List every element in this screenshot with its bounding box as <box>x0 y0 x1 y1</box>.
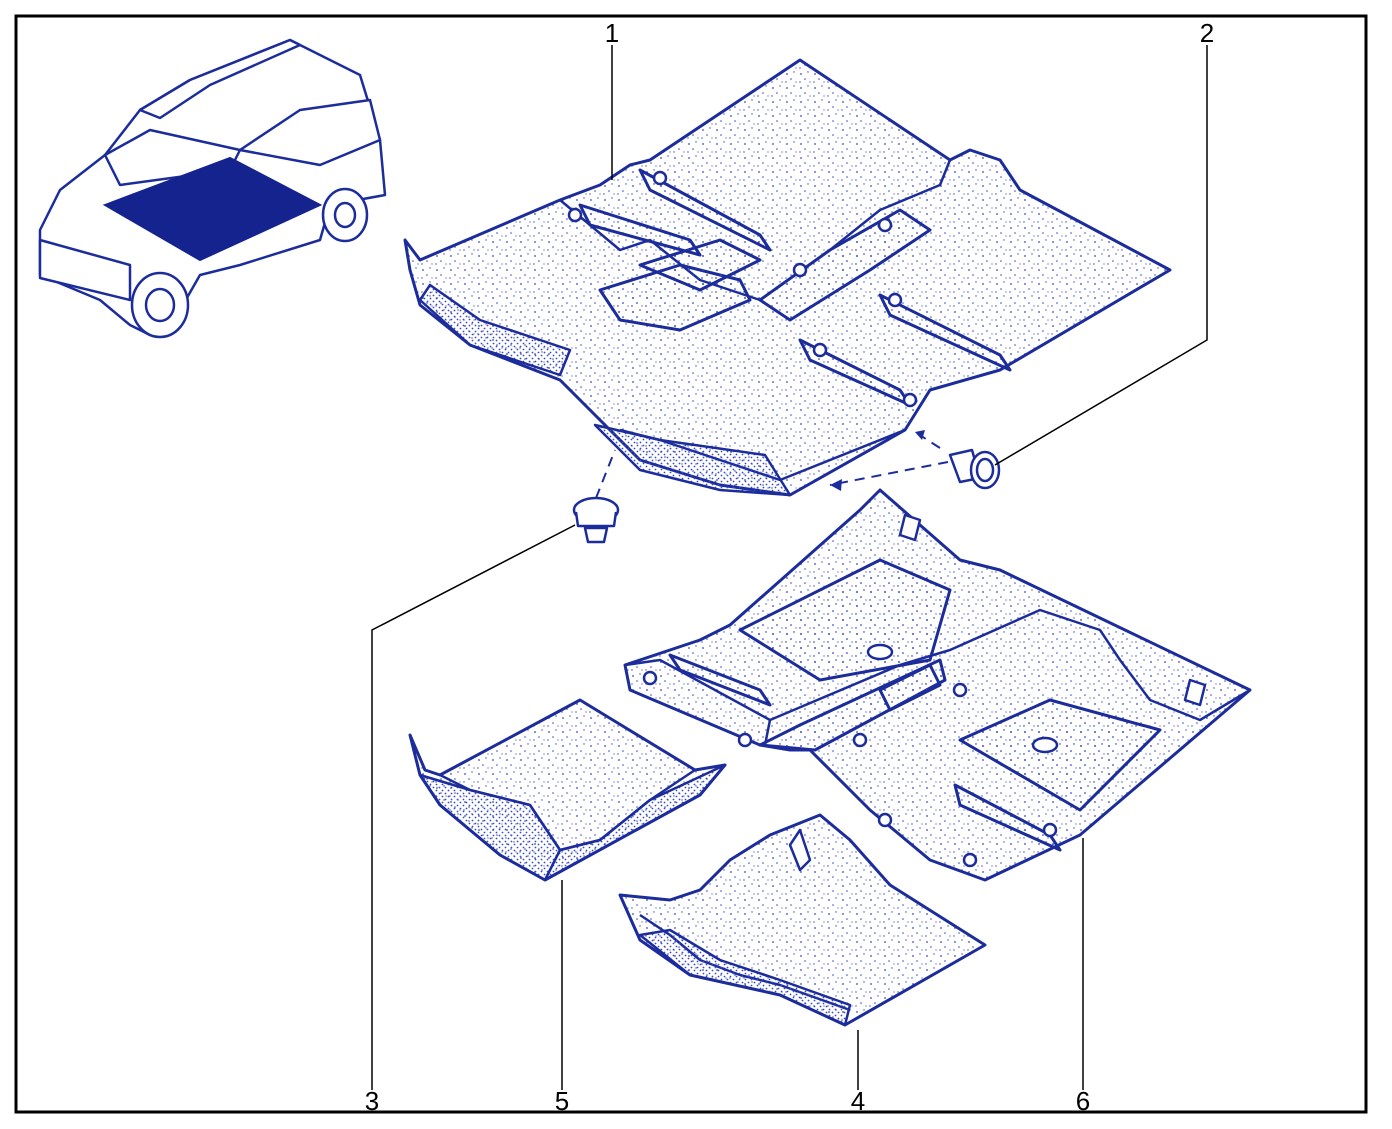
rear-floor-carpet-icon <box>623 488 1252 882</box>
vehicle-locator-icon <box>38 38 387 339</box>
assembly-arrow-icon <box>915 430 925 440</box>
callout-2: 2 <box>1200 18 1214 48</box>
assembly-line-button <box>595 449 616 499</box>
leader-line-2 <box>994 45 1208 466</box>
rear-footwell-mat-icon <box>408 698 727 882</box>
leader-line-3 <box>371 524 576 1090</box>
front-floor-carpet-icon <box>403 58 1172 497</box>
assembly-arrow-icon <box>830 479 842 491</box>
carpet-fastener-clip-icon <box>948 448 1001 490</box>
callout-4: 4 <box>851 1086 865 1116</box>
callout-6: 6 <box>1076 1086 1090 1116</box>
carpet-retaining-button-icon <box>572 496 620 544</box>
front-footwell-mat-icon <box>618 813 987 1027</box>
assembly-line-clip <box>829 461 949 486</box>
drawing-frame <box>14 14 1368 1114</box>
callout-3: 3 <box>365 1086 379 1116</box>
highlighted-floor-area <box>102 156 323 262</box>
callout-5: 5 <box>555 1086 569 1116</box>
callout-1: 1 <box>605 18 619 48</box>
